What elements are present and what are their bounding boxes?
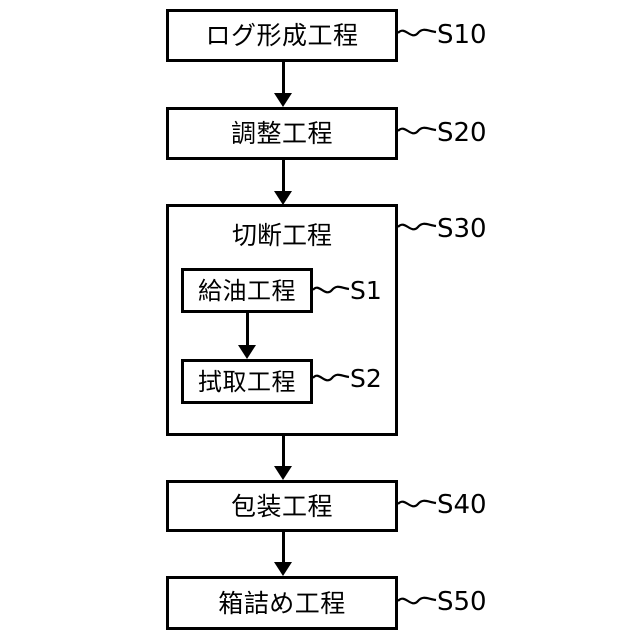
process-box-s30[interactable]: 切断工程 給油工程 拭取工程 bbox=[166, 204, 398, 436]
connector-s10-s20 bbox=[274, 62, 292, 107]
process-label-s50: 箱詰め工程 bbox=[218, 588, 346, 618]
reference-numeral-s20: S20 bbox=[437, 118, 487, 148]
process-label-s40: 包装工程 bbox=[230, 491, 333, 521]
process-label-s2: 拭取工程 bbox=[198, 367, 296, 396]
process-box-s1[interactable]: 給油工程 bbox=[181, 268, 313, 313]
reference-numeral-s10: S10 bbox=[437, 20, 487, 50]
reference-numeral-s30: S30 bbox=[437, 214, 487, 244]
process-box-s20[interactable]: 調整工程 bbox=[166, 107, 398, 160]
process-box-s40[interactable]: 包装工程 bbox=[166, 480, 398, 532]
process-label-s30: 切断工程 bbox=[231, 221, 332, 250]
reference-numeral-s40: S40 bbox=[437, 490, 487, 520]
process-label-s20: 調整工程 bbox=[230, 119, 333, 148]
process-box-s10[interactable]: ログ形成工程 bbox=[166, 9, 398, 62]
connector-s1-s2 bbox=[238, 313, 256, 359]
connector-s40-s50 bbox=[274, 532, 292, 576]
process-box-s50[interactable]: 箱詰め工程 bbox=[166, 576, 398, 630]
process-label-s1: 給油工程 bbox=[198, 276, 296, 305]
process-label-s10: ログ形成工程 bbox=[205, 21, 359, 50]
connector-s20-s30 bbox=[274, 160, 292, 205]
connector-s30-s40 bbox=[274, 436, 292, 480]
reference-numeral-s50: S50 bbox=[437, 587, 487, 617]
process-box-s2[interactable]: 拭取工程 bbox=[181, 359, 313, 404]
reference-numeral-s2: S2 bbox=[350, 364, 382, 393]
reference-numeral-s1: S1 bbox=[350, 276, 382, 305]
